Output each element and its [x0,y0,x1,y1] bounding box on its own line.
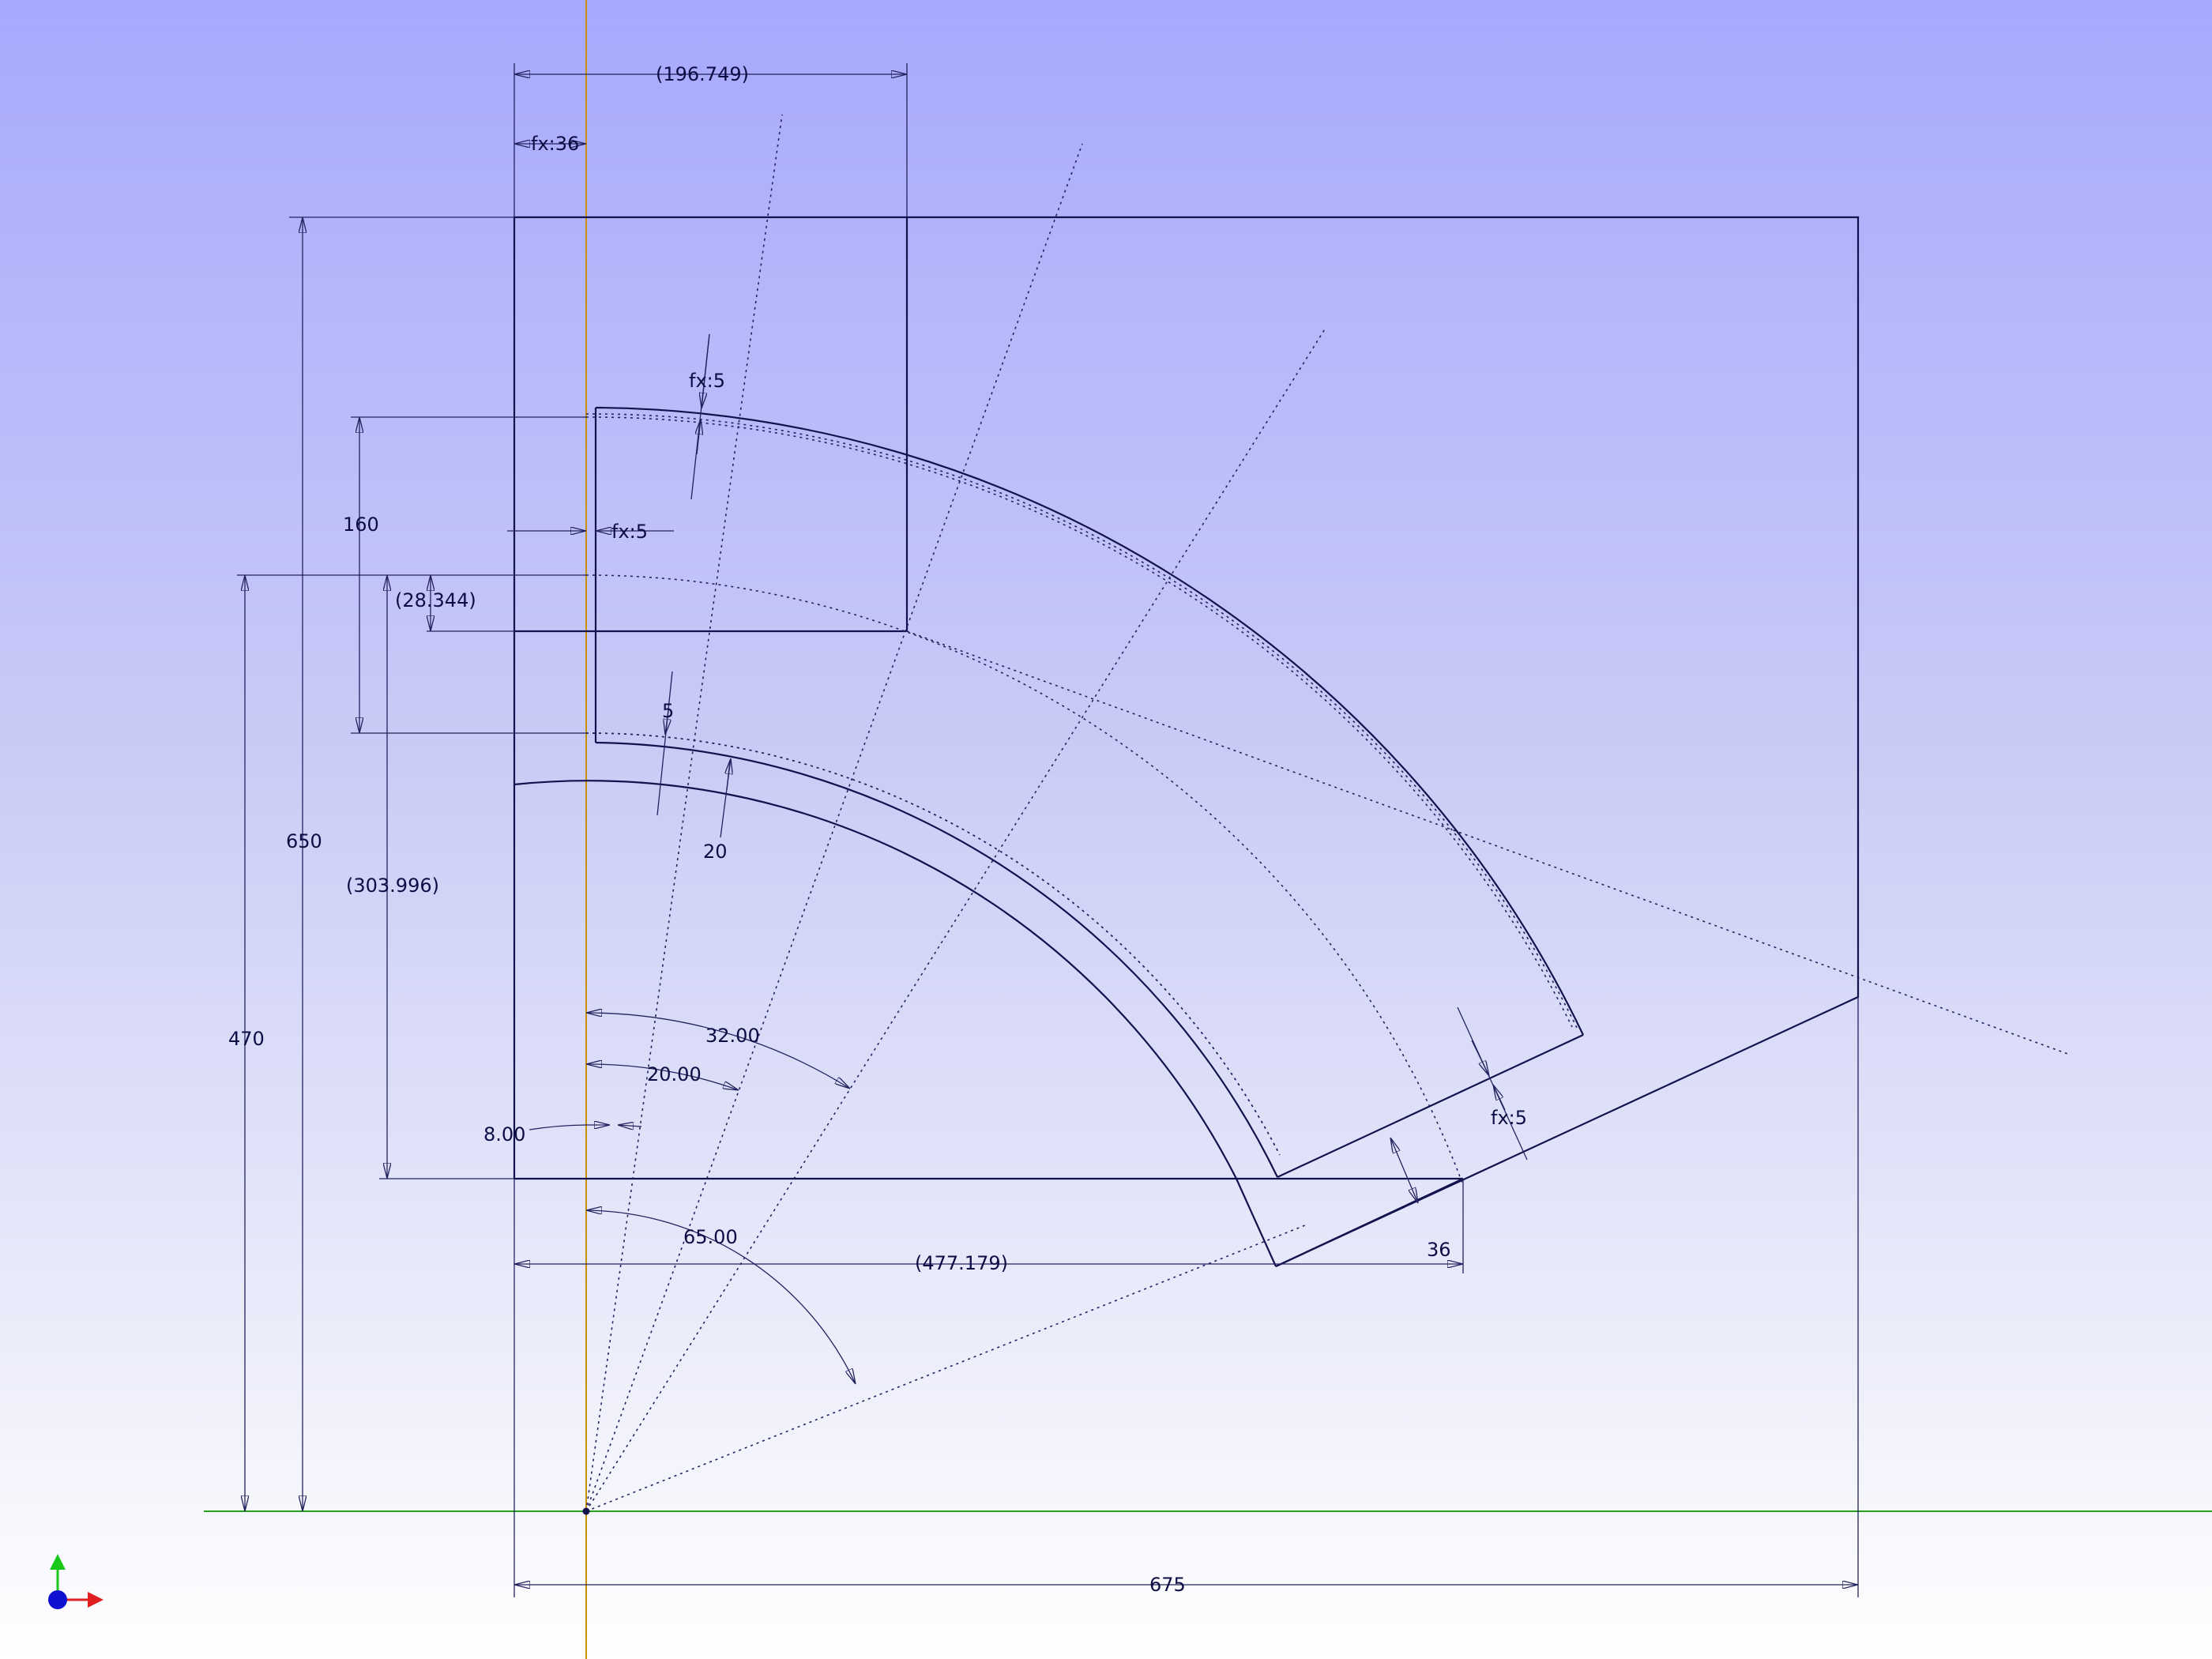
dim-label-160[interactable]: 160 [343,514,379,536]
dim-angle-32[interactable] [586,1013,850,1089]
dim-label-fx5-left[interactable]: fx:5 [611,521,648,543]
arc-body-outer[interactable] [585,406,1584,1178]
dim-label-fx5-top[interactable]: fx:5 [689,370,725,392]
axis-indicator [48,1554,103,1609]
dim-label-28[interactable]: (28.344) [395,589,476,611]
dim-angle-20[interactable] [586,1064,739,1090]
dim-angle-8[interactable] [529,1125,642,1130]
dim-label-8[interactable]: 8.00 [483,1123,525,1146]
dim-label-470[interactable]: 470 [228,1028,265,1050]
dim-36[interactable] [1390,1138,1418,1203]
dim-label-196[interactable]: (196.749) [656,63,749,85]
arc-body-inner[interactable] [514,780,1464,1267]
dim-650[interactable] [289,216,514,1511]
dim-470[interactable] [237,574,586,1511]
dim-28[interactable] [427,575,514,632]
dim-303[interactable] [379,575,514,1179]
dim-label-65[interactable]: 65.00 [683,1226,738,1248]
dim-label-fx5-right[interactable]: fx:5 [1491,1107,1527,1129]
dim-5[interactable] [656,671,673,816]
dim-fx5-right[interactable] [1457,1006,1528,1161]
construction-lines [585,114,2071,1512]
dim-label-20[interactable]: 20 [703,841,728,863]
dim-label-477[interactable]: (477.179) [915,1252,1008,1274]
dim-label-20deg[interactable]: 20.00 [647,1063,702,1085]
dim-label-675[interactable]: 675 [1149,1574,1186,1596]
dim-label-5[interactable]: 5 [662,700,674,722]
dim-20[interactable] [720,758,731,838]
dim-label-36[interactable]: 36 [1427,1239,1451,1261]
dim-angle-65[interactable] [586,1210,856,1384]
dim-675[interactable] [514,997,1859,1597]
dim-label-303[interactable]: (303.996) [346,875,439,897]
origin-point[interactable] [582,1507,590,1515]
dim-label-650[interactable]: 650 [286,830,322,852]
dim-label-32[interactable]: 32.00 [705,1025,760,1047]
dim-477[interactable] [514,1179,1464,1273]
dim-fx5-top[interactable] [690,333,710,500]
outer-frame[interactable] [513,216,1860,1267]
dim-label-fx36[interactable]: fx:36 [531,133,579,155]
